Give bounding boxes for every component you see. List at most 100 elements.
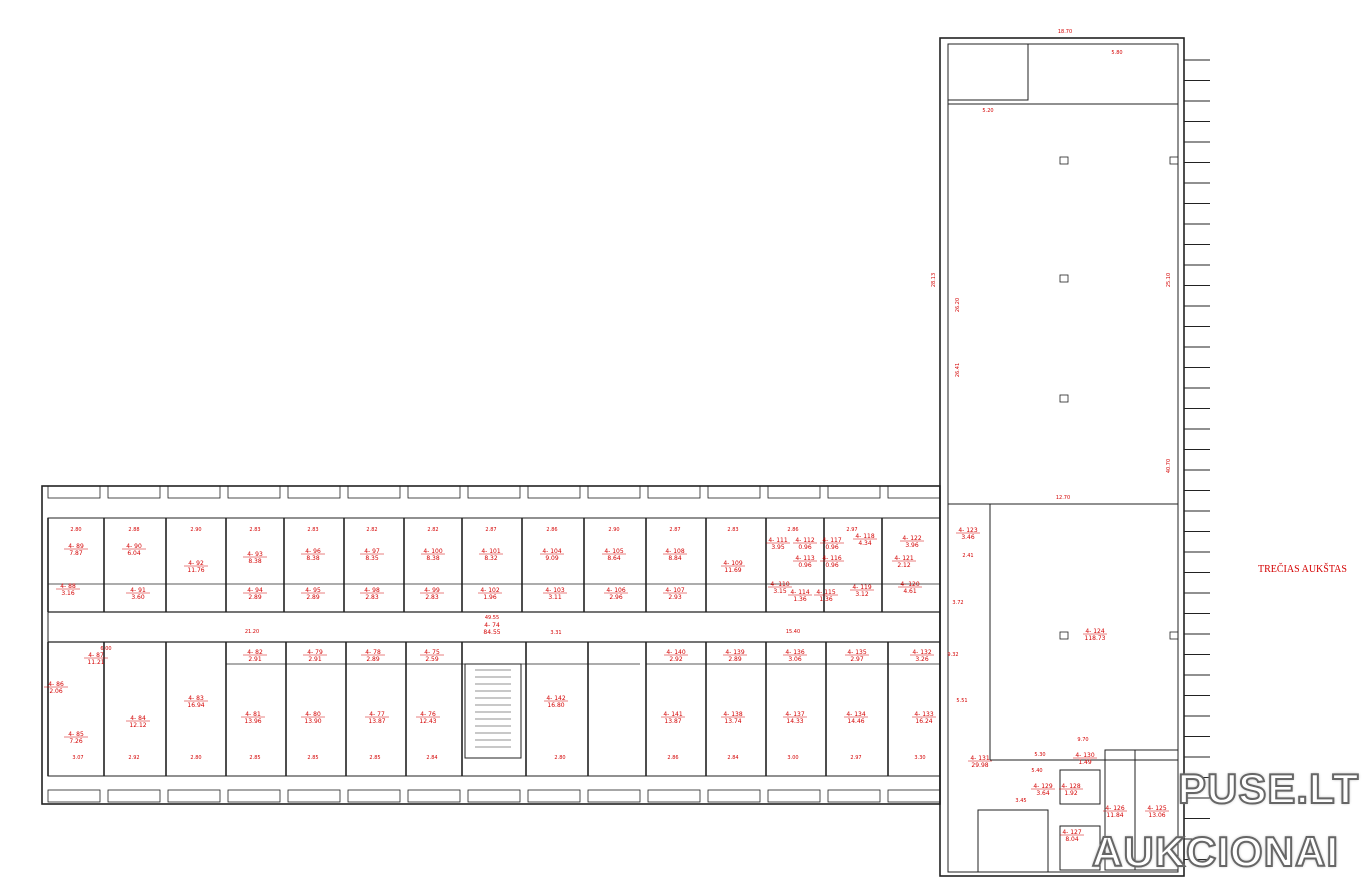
room-area: 2.92 (669, 656, 683, 663)
dimension: 2.87 (669, 527, 680, 533)
dimension: 15.40 (786, 629, 800, 635)
room-area: 3.96 (905, 542, 919, 549)
dimension: 2.83 (249, 527, 260, 533)
dimension: 2.80 (190, 755, 201, 761)
room-id: 4- 134 (846, 711, 866, 718)
room-label: 4- 782.89 (361, 649, 385, 663)
room-id: 4- 123 (958, 527, 978, 534)
dimension: 3.30 (914, 755, 925, 761)
room-id: 4- 103 (545, 587, 565, 594)
room-label: 4- 792.91 (303, 649, 327, 663)
room-area: 0.96 (825, 544, 839, 551)
room-area: 29.98 (971, 762, 988, 769)
room-id: 4- 122 (902, 535, 922, 542)
room-area: 2.12 (897, 562, 911, 569)
room-area: 2.59 (425, 656, 439, 663)
floor-label: TREČIAS AUKŠTAS (1258, 563, 1347, 575)
room-area: 11.84 (1106, 812, 1123, 819)
room-id: 4- 133 (914, 711, 934, 718)
room-id: 4- 82 (247, 649, 263, 656)
room-id: 4- 121 (894, 555, 914, 562)
east-window-bays (1184, 59, 1210, 860)
room-id: 4- 140 (666, 649, 686, 656)
room-label: 4- 897.87 (64, 543, 88, 557)
dimension: 26.41 (955, 363, 961, 377)
room-area: 3.06 (788, 656, 802, 663)
room-area: 3.11 (548, 594, 562, 601)
room-id: 4- 96 (305, 548, 321, 555)
room-area: 13.06 (1148, 812, 1165, 819)
room-label: 4- 942.89 (243, 587, 267, 601)
room-id: 4- 98 (364, 587, 380, 594)
room-area: 2.89 (306, 594, 320, 601)
south-staircase (977, 809, 1049, 873)
room-area: 8.35 (365, 555, 379, 562)
room-label: 4- 938.38 (243, 551, 267, 565)
room-area: 16.24 (915, 718, 932, 725)
room-label: 4- 822.91 (243, 649, 267, 663)
room-id: 4- 75 (424, 649, 440, 656)
corridor-area: 84.55 (483, 629, 500, 636)
room-label: 4- 862.06 (44, 681, 68, 695)
dimension: 40.70 (1166, 459, 1172, 473)
dimension: 3.72 (952, 600, 963, 606)
dimension: 21.20 (245, 629, 259, 635)
room-id: 4- 79 (307, 649, 323, 656)
room-id: 4- 126 (1105, 805, 1125, 812)
dimension: 5.30 (1034, 752, 1045, 758)
dimension: 5.40 (1031, 768, 1042, 774)
room-id: 4- 120 (900, 581, 920, 588)
room-area: 2.83 (425, 594, 439, 601)
room-label: 4- 913.60 (126, 587, 150, 601)
room-area: 2.83 (365, 594, 379, 601)
room-id: 4- 108 (665, 548, 685, 555)
dimension: 3.31 (550, 630, 561, 636)
room-id: 4- 83 (188, 695, 204, 702)
room-area: 14.33 (786, 718, 803, 725)
room-label: 4- 968.38 (301, 548, 325, 562)
room-area: 8.38 (306, 555, 320, 562)
room-id: 4- 130 (1075, 752, 1095, 759)
room-area: 3.26 (915, 656, 929, 663)
dimension: 5.20 (982, 108, 993, 114)
room-area: 13.87 (664, 718, 681, 725)
room-area: 3.60 (131, 594, 145, 601)
room-id: 4- 106 (606, 587, 626, 594)
room-area: 2.91 (308, 656, 322, 663)
room-id: 4- 128 (1061, 783, 1081, 790)
room-id: 4- 117 (822, 537, 842, 544)
room-id: 4- 89 (68, 543, 84, 550)
watermark-line-1: PUSE.LT (1177, 764, 1360, 813)
room-id: 4- 139 (725, 649, 745, 656)
dimension: 28.13 (931, 273, 937, 287)
room-area: 4.61 (903, 588, 917, 595)
dimension: 3.07 (72, 755, 83, 761)
room-area: 8.64 (607, 555, 621, 562)
room-id: 4- 114 (790, 589, 810, 596)
